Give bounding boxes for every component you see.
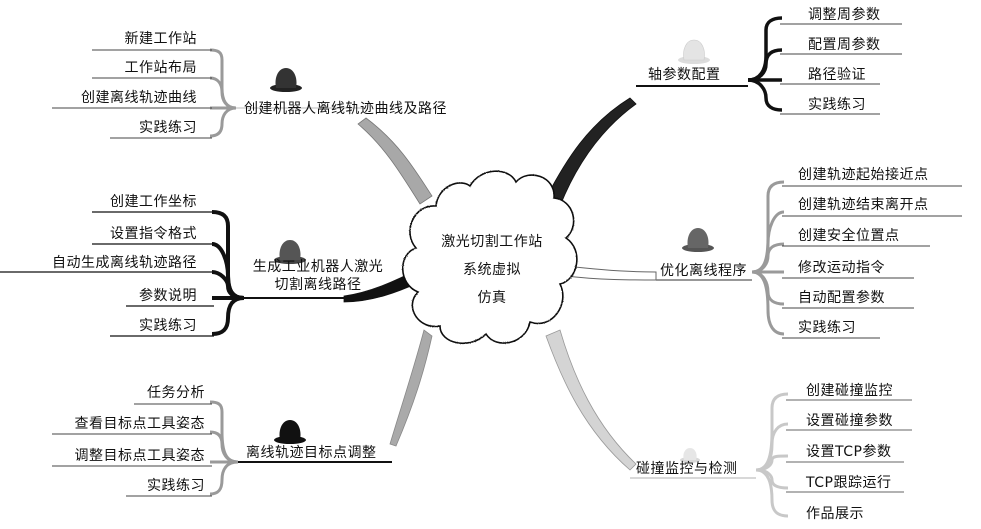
b6-item-3: 设置TCP参数: [806, 444, 892, 460]
branch-title-b1: 创建机器人离线轨迹曲线及路径: [244, 101, 447, 117]
hat-icon: [678, 39, 710, 64]
branch-b2-underlines: [0, 211, 344, 337]
hat-icon: [682, 228, 714, 252]
b3-item-4: 实践练习: [147, 478, 205, 494]
branch-connector-b6: [545, 329, 637, 471]
b5-item-6: 实践练习: [798, 320, 856, 336]
b6-item-1: 创建碰撞监控: [806, 383, 893, 399]
branch-connector-b1: [357, 117, 433, 205]
branch-title-b2-line-1: 生成工业机器人激光: [252, 259, 384, 275]
b2-item-5: 实践练习: [139, 318, 197, 334]
b6-item-5: 作品展示: [806, 506, 864, 522]
branch-title-b2-line-2: 切割离线路径: [274, 277, 362, 293]
b4-item-3: 路径验证: [808, 67, 866, 83]
center-title-line-2: 系统虚拟: [463, 262, 521, 278]
b4-item-4: 实践练习: [808, 97, 866, 113]
branch-b5-underlines: [656, 185, 962, 339]
b4-item-2: 配置周参数: [808, 37, 881, 53]
b6-item-4: TCP跟踪运行: [806, 475, 892, 491]
b1-item-2: 工作站布局: [124, 60, 197, 76]
branch-b3-bracket: [209, 400, 239, 496]
branch-title-b4: 轴参数配置: [648, 67, 721, 83]
b1-item-1: 新建工作站: [124, 31, 197, 47]
branch-b3-underlines: [52, 403, 392, 497]
branch-b2-bracket: [211, 210, 245, 336]
branch-b5-bracket: [751, 180, 785, 336]
branch-title-b6: 碰撞监控与检测: [636, 461, 738, 477]
hat-icon: [270, 68, 302, 92]
b2-item-1: 创建工作坐标: [110, 194, 197, 210]
hat-icon: [274, 420, 306, 444]
branch-b1-bracket: [209, 48, 237, 138]
b3-item-3: 调整目标点工具姿态: [74, 448, 205, 464]
branch-connector-b3: [389, 329, 433, 447]
branch-b4-underlines: [636, 23, 902, 115]
b4-item-1: 调整周参数: [808, 7, 881, 23]
b1-item-3: 创建离线轨迹曲线: [81, 90, 197, 106]
b5-item-1: 创建轨迹起始接近点: [798, 167, 929, 183]
b3-item-1: 任务分析: [147, 385, 205, 401]
b5-item-4: 修改运动指令: [798, 260, 885, 276]
b2-item-2: 设置指令格式: [110, 226, 197, 242]
b6-item-2: 设置碰撞参数: [806, 413, 893, 429]
b2-item-3: 自动生成离线轨迹路径: [52, 255, 197, 271]
branch-b4-bracket: [747, 16, 783, 112]
hat-icon: [274, 240, 306, 264]
branch-b1-underlines: [52, 49, 366, 139]
center-title-line-1: 激光切割工作站: [441, 234, 543, 250]
branch-b6-underlines: [630, 399, 912, 493]
b2-item-4: 参数说明: [139, 288, 197, 304]
center-title-line-3: 仿真: [477, 290, 507, 306]
branch-connector-b4: [545, 97, 637, 207]
branch-connector-b5: [565, 265, 657, 281]
hat-icon: [680, 448, 700, 463]
b5-item-2: 创建轨迹结束离开点: [798, 197, 929, 213]
branch-title-b5: 优化离线程序: [660, 263, 747, 279]
b5-item-3: 创建安全位置点: [798, 228, 900, 244]
branch-b6-bracket: [755, 392, 789, 518]
b1-item-4: 实践练习: [139, 120, 197, 136]
center-cloud: [402, 170, 578, 344]
b3-item-2: 查看目标点工具姿态: [74, 416, 205, 432]
branch-title-b3: 离线轨迹目标点调整: [246, 445, 377, 461]
b5-item-5: 自动配置参数: [798, 290, 885, 306]
